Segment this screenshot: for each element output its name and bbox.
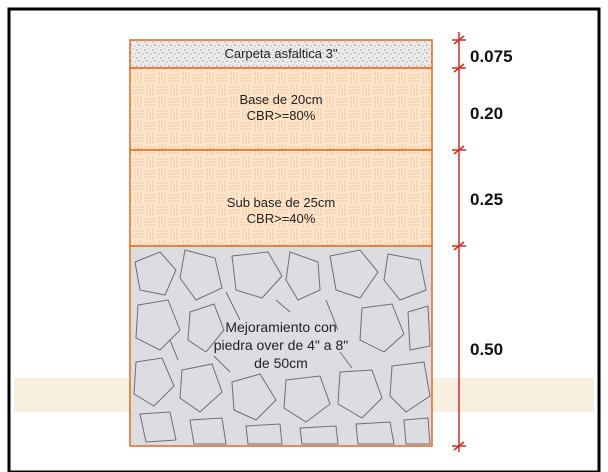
layer-mejoramiento bbox=[129, 245, 433, 447]
label-base: Base de 20cm CBR>=80% bbox=[130, 92, 432, 124]
label-mejoramiento-line-1: Mejoramiento con bbox=[225, 319, 337, 335]
dim-mejoramiento: 0.50 bbox=[470, 340, 504, 359]
label-mejoramiento: Mejoramiento con piedra over de 4" a 8" … bbox=[130, 318, 432, 372]
dim-carpeta: 0.075 bbox=[470, 47, 513, 66]
label-mejoramiento-line-3: de 50cm bbox=[254, 355, 308, 371]
dim-base: 0.20 bbox=[470, 104, 504, 123]
label-mejoramiento-line-2: piedra over de 4" a 8" bbox=[213, 337, 349, 353]
label-carpeta: Carpeta asfaltica 3" bbox=[130, 46, 432, 62]
dim-subbase: 0.25 bbox=[470, 190, 504, 209]
outer-frame bbox=[7, 7, 601, 472]
label-subbase-line-1: Sub base de 25cm bbox=[226, 195, 336, 210]
label-base-line-1: Base de 20cm bbox=[239, 92, 323, 107]
label-base-line-2: CBR>=80% bbox=[246, 108, 316, 123]
layer-subbase bbox=[129, 149, 433, 247]
layer-carpeta bbox=[129, 39, 433, 69]
dimension-line bbox=[452, 32, 466, 452]
label-subbase-line-2: CBR>=40% bbox=[246, 211, 316, 226]
label-subbase: Sub base de 25cm CBR>=40% bbox=[130, 195, 432, 227]
label-carpeta-line: Carpeta asfaltica 3" bbox=[224, 46, 338, 61]
